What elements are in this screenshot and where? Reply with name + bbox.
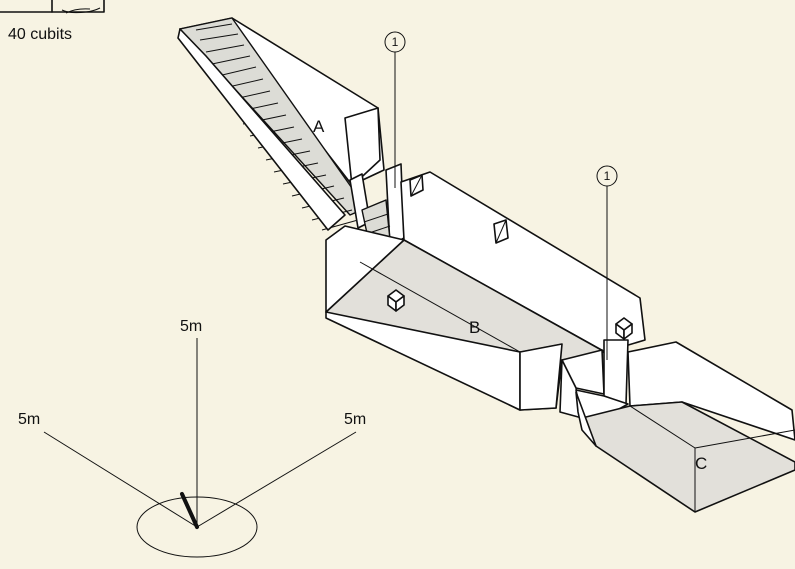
chamber-b-floor-seam xyxy=(359,261,521,353)
chamber-b-front-wall xyxy=(519,343,563,411)
chamber-c: C xyxy=(575,341,795,513)
marker-1: 1 xyxy=(384,31,406,188)
axis-indicator: 5m 5m 5m xyxy=(18,318,366,558)
axis-right xyxy=(196,431,357,528)
scale-bar: 40 cubits xyxy=(0,0,105,43)
axis-left-label: 5m xyxy=(18,411,40,428)
cube-object-1 xyxy=(387,289,405,312)
cube-object-2 xyxy=(615,317,633,340)
chamber-b-left-wall xyxy=(325,225,405,313)
axis-left xyxy=(43,431,198,528)
north-arrow-icon xyxy=(180,492,199,529)
corridor-a-left-wall xyxy=(177,28,346,231)
corridor-a-end-wall xyxy=(344,107,381,187)
marker-1-label: 1 xyxy=(392,35,399,49)
corridor-a: A xyxy=(177,17,405,267)
lower-step-lines xyxy=(363,213,395,257)
passage-right-wall xyxy=(603,339,629,405)
axis-right-label: 5m xyxy=(344,411,366,428)
marker-2-label: 1 xyxy=(604,169,611,183)
marker-2-circle xyxy=(596,165,618,187)
axis-up-label: 5m xyxy=(180,318,202,335)
marker-1-circle xyxy=(384,31,406,53)
chamber-c-floor xyxy=(581,401,795,513)
chamber-c-front-edge xyxy=(575,391,597,447)
passage xyxy=(559,339,629,423)
label-a: A xyxy=(313,117,325,136)
chamber-c-floor-seam-2 xyxy=(694,429,795,449)
label-b: B xyxy=(469,318,480,337)
label-c: C xyxy=(695,454,707,473)
chamber-b: B xyxy=(325,171,646,411)
scale-bar-end xyxy=(51,0,105,13)
marker-2: 1 xyxy=(596,165,618,360)
scale-bar-label: 40 cubits xyxy=(8,26,72,43)
scale-bar-line xyxy=(0,0,53,13)
